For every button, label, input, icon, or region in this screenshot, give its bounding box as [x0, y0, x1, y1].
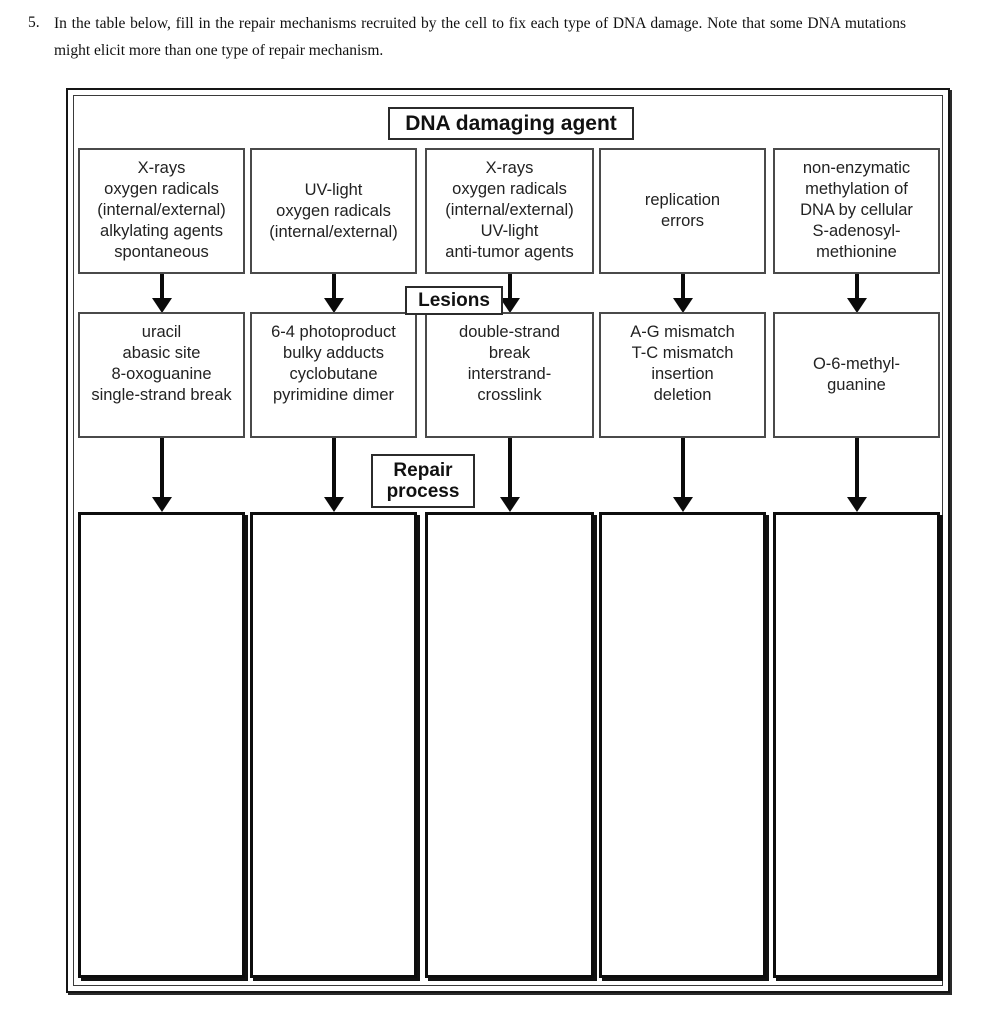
stage-label-dna-damaging-agent: DNA damaging agent — [388, 107, 634, 140]
agent-box-1: X-rays oxygen radicals (internal/externa… — [78, 148, 245, 274]
question-text: In the table below, fill in the repair m… — [54, 15, 906, 59]
agent-box-1-text: X-rays oxygen radicals (internal/externa… — [97, 159, 226, 261]
lesion-box-1: uracil abasic site 8-oxoguanine single-s… — [78, 312, 245, 438]
lesion-box-3-text: double-strand break interstrand- crossli… — [459, 323, 560, 404]
agent-box-3-text: X-rays oxygen radicals (internal/externa… — [445, 159, 574, 261]
lesion-box-4-text: A-G mismatch T-C mismatch insertion dele… — [630, 323, 735, 404]
agent-box-2-text: UV-light oxygen radicals (internal/exter… — [269, 180, 398, 241]
arrow-agent-to-lesion-5 — [837, 274, 877, 313]
lesion-box-5: O-6-methyl- guanine — [773, 312, 940, 438]
agent-box-5: non-enzymatic methylation of DNA by cell… — [773, 148, 940, 274]
stage-label-repair-process: Repair process — [371, 454, 475, 508]
lesion-box-5-text: O-6-methyl- guanine — [812, 355, 901, 394]
diagram-frame-inner-border — [73, 95, 943, 986]
repair-answer-box-2[interactable] — [250, 512, 417, 978]
lesion-box-2: 6-4 photoproduct bulky adducts cyclobuta… — [250, 312, 417, 438]
arrow-lesion-to-repair-3 — [490, 438, 530, 512]
repair-answer-box-1[interactable] — [78, 512, 245, 978]
lesion-box-1-text: uracil abasic site 8-oxoguanine single-s… — [91, 323, 232, 404]
question-number: 5. — [28, 14, 40, 31]
repair-answer-box-4[interactable] — [599, 512, 766, 978]
stage-label-repair-line-1: Repair — [393, 459, 453, 481]
arrow-agent-to-lesion-3 — [490, 274, 530, 313]
stage-label-lesions: Lesions — [405, 286, 503, 315]
arrow-lesion-to-repair-1 — [142, 438, 182, 512]
lesion-box-4: A-G mismatch T-C mismatch insertion dele… — [599, 312, 766, 438]
arrow-lesion-to-repair-2 — [314, 438, 354, 512]
agent-box-4-text: replication errors — [644, 191, 721, 230]
diagram-frame: DNA damaging agent Lesions Repair proces… — [66, 88, 950, 993]
agent-box-2: UV-light oxygen radicals (internal/exter… — [250, 148, 417, 274]
arrow-agent-to-lesion-4 — [663, 274, 703, 313]
lesion-box-3: double-strand break interstrand- crossli… — [425, 312, 594, 438]
arrow-agent-to-lesion-1 — [142, 274, 182, 313]
arrow-lesion-to-repair-4 — [663, 438, 703, 512]
question-prompt: 5. In the table below, fill in the repai… — [28, 10, 928, 64]
agent-box-5-text: non-enzymatic methylation of DNA by cell… — [800, 159, 913, 261]
arrow-lesion-to-repair-5 — [837, 438, 877, 512]
repair-answer-box-3[interactable] — [425, 512, 594, 978]
stage-label-repair-line-2: process — [386, 481, 460, 502]
agent-box-3: X-rays oxygen radicals (internal/externa… — [425, 148, 594, 274]
agent-box-4: replication errors — [599, 148, 766, 274]
lesion-box-2-text: 6-4 photoproduct bulky adducts cyclobuta… — [271, 323, 396, 404]
repair-answer-box-5[interactable] — [773, 512, 940, 978]
arrow-agent-to-lesion-2 — [314, 274, 354, 313]
